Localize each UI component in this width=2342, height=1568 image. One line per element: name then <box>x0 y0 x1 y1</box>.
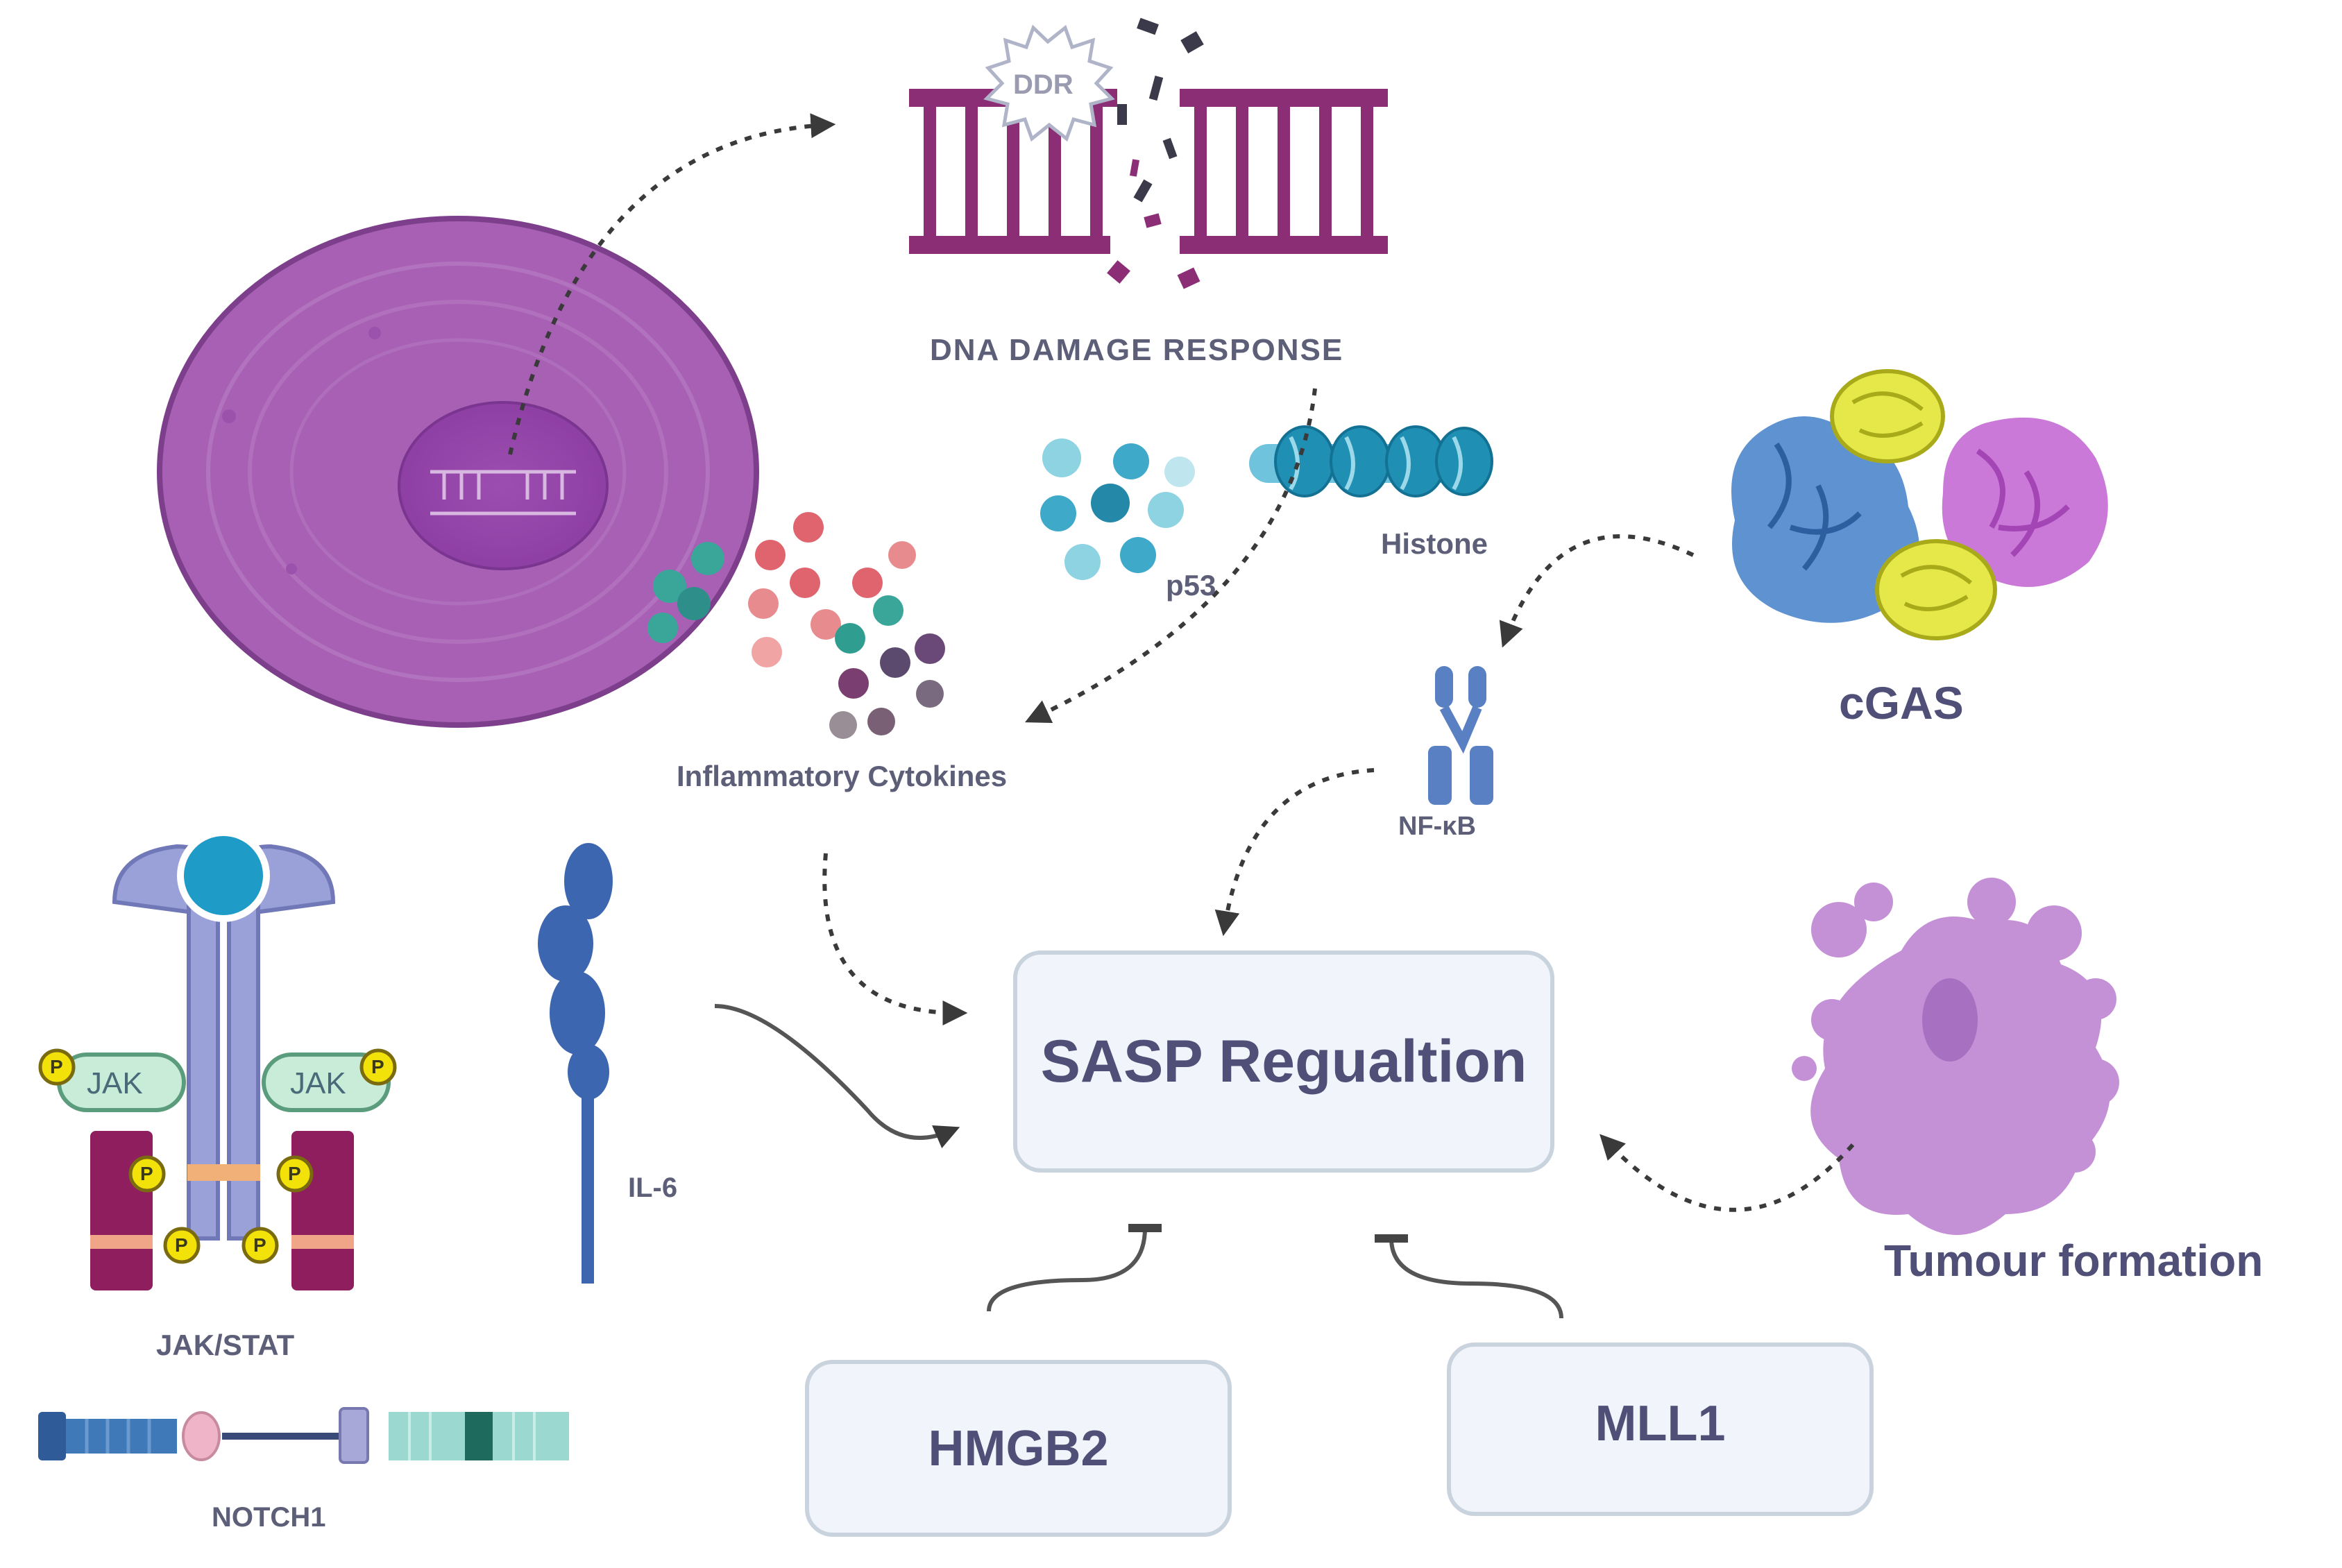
phospho-label: P <box>253 1234 266 1256</box>
p53-molecules <box>1040 438 1195 580</box>
hmgb2-inhibit <box>987 1223 1162 1312</box>
notch1-graphic <box>38 1407 569 1464</box>
jak-right-label: JAK <box>290 1066 346 1100</box>
ddr-label: DDR <box>1013 69 1074 100</box>
arrow-nucleus-to-ddr <box>508 113 836 455</box>
solid-connectors <box>714 1004 1563 1319</box>
nucleus <box>398 401 609 570</box>
arrow-nfkb-to-sasp <box>1214 768 1375 937</box>
jak-stat-receptor <box>38 829 397 1290</box>
il6-graphic <box>538 843 613 1284</box>
nfkb-label: NF-κB <box>1398 812 1476 841</box>
arrow-cgas-to-nfkb <box>1499 534 1695 648</box>
p53-label: p53 <box>1166 569 1216 602</box>
mll1-inhibit <box>1374 1234 1563 1319</box>
phospho-label: P <box>288 1163 301 1184</box>
dna-damage-response-label: DNA DAMAGE RESPONSE <box>930 333 1344 367</box>
arrow-tumour-to-sasp <box>1599 1134 1855 1212</box>
inflammatory-cytokines-label: Inflammatory Cytokines <box>677 760 1008 792</box>
il6-to-sasp-arrow <box>714 1004 960 1149</box>
phospho-label: P <box>371 1056 384 1077</box>
phospho-label: P <box>175 1234 188 1256</box>
sasp-regulation-box: SASP Regualtion <box>1013 951 1554 1173</box>
arrow-cytokines-to-sasp <box>822 853 968 1025</box>
dna-damage-graphic <box>909 17 1388 289</box>
cgas-label: cGAS <box>1839 677 1964 728</box>
phospho-label: P <box>50 1056 63 1077</box>
senescent-cell <box>157 216 759 728</box>
phospho-label: P <box>140 1163 153 1184</box>
il6-label: IL-6 <box>628 1173 678 1203</box>
jak-left-label: JAK <box>87 1066 143 1100</box>
cgas-protein <box>1731 369 2108 640</box>
mll1-box: MLL1 <box>1447 1343 1874 1516</box>
tumour-formation-label: Tumour formation <box>1884 1236 2264 1286</box>
jak-stat-label: JAK/STAT <box>156 1329 295 1361</box>
dotted-arrows <box>508 113 1855 1212</box>
tumour-graphic <box>1792 878 2119 1235</box>
hmgb2-box: HMGB2 <box>805 1360 1232 1537</box>
histone-graphic <box>1249 425 1493 497</box>
nfkb-graphic <box>1428 666 1493 805</box>
histone-label: Histone <box>1381 527 1488 560</box>
cytokine-cluster <box>647 512 945 739</box>
notch1-label: NOTCH1 <box>212 1502 326 1533</box>
